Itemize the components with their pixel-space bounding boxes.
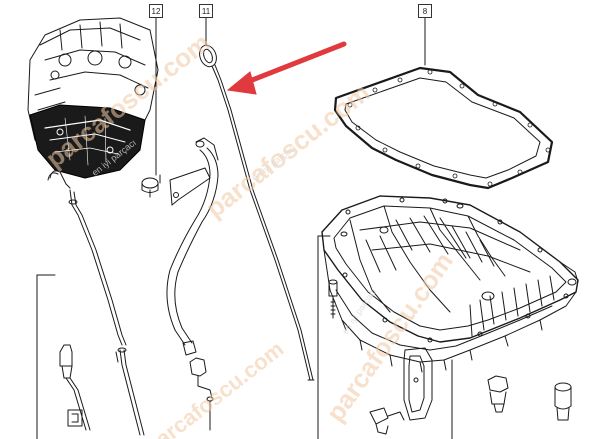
callout-8: 8 [418, 4, 432, 18]
callout-11: 11 [199, 4, 213, 18]
engine-block-illustration [27, 17, 159, 179]
tube-fitting [189, 357, 214, 431]
callout-12: 12 [149, 4, 163, 18]
pan-stud [328, 279, 338, 319]
oil-pan-gasket [333, 66, 554, 190]
pan-plug [554, 382, 572, 421]
dipstick-guide-tube-left [47, 170, 127, 346]
drain-plug [487, 375, 509, 413]
tube-bracket [169, 167, 211, 206]
dipstick-guide-tube-center [166, 137, 219, 356]
dipstick-left [115, 347, 145, 436]
sensor-fitting [59, 344, 91, 431]
bolt-illustration [141, 177, 159, 198]
red-pointer-arrow [226, 41, 347, 95]
small-label-box [67, 409, 83, 427]
level-sensor [369, 407, 405, 435]
dipstick-center [199, 44, 315, 381]
oil-pan [321, 195, 579, 373]
oil-strainer [403, 347, 433, 421]
